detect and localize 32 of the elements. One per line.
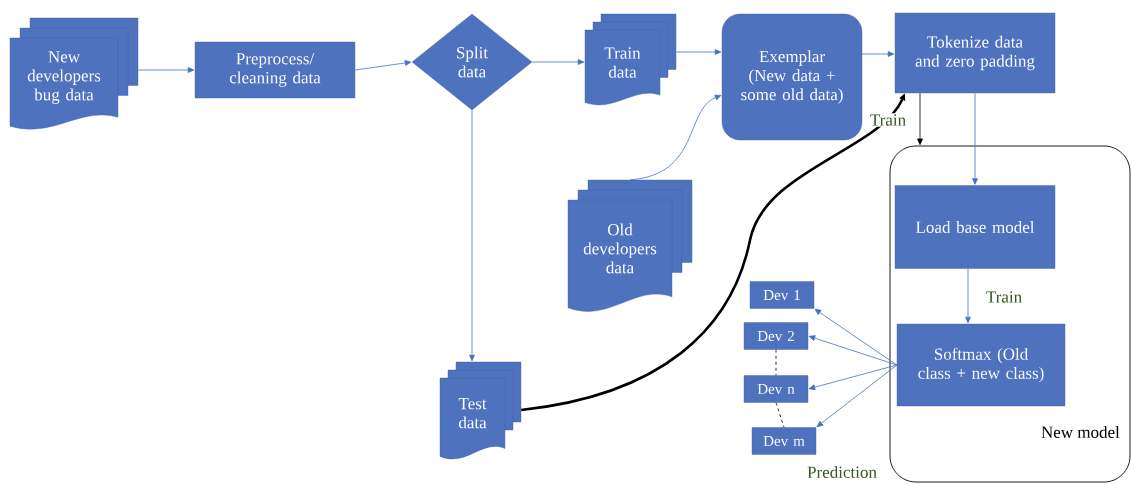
arrow xyxy=(531,59,585,65)
arrow xyxy=(861,51,895,57)
edge-label: Train xyxy=(984,290,1024,304)
output-box: Dev n xyxy=(743,375,809,403)
process-box: Load base model xyxy=(894,185,1056,269)
arrow xyxy=(808,335,898,366)
process-box: Preprocess/ cleaning data xyxy=(194,41,356,99)
arrow xyxy=(137,67,195,73)
output-box: Dev m xyxy=(751,427,817,455)
output-box: Dev 1 xyxy=(749,281,815,309)
document-stack: Old developers data xyxy=(567,179,693,312)
arrow xyxy=(354,60,412,71)
connector-line xyxy=(775,349,777,376)
connector-line xyxy=(775,402,785,428)
process-box: Softmax (Old class + new class) xyxy=(896,323,1066,407)
arrow xyxy=(814,308,898,366)
arrow xyxy=(917,92,923,145)
output-box: Dev 2 xyxy=(743,322,809,350)
process-box: Tokenize data and zero padding xyxy=(894,12,1056,94)
arrow xyxy=(965,268,971,324)
annotation-text: Prediction xyxy=(807,466,877,478)
arrow xyxy=(469,109,475,362)
arrow xyxy=(972,92,978,185)
arrow xyxy=(808,364,898,391)
document-stack: New developers bug data xyxy=(9,17,139,130)
rounded-box: Exemplar (New data + some old data) xyxy=(721,13,863,141)
document-stack: Train data xyxy=(584,13,677,106)
edge-label: Train xyxy=(868,113,908,127)
arrow xyxy=(816,364,898,428)
arrow xyxy=(629,94,722,181)
arrow xyxy=(675,49,722,55)
document-stack: Test data xyxy=(439,361,522,460)
